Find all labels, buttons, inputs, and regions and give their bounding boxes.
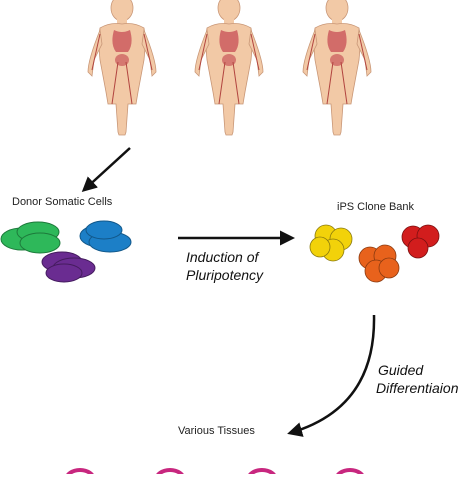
tissues-label: Various Tissues (178, 425, 255, 437)
human-body-icon (194, 0, 264, 136)
tissue-shape (154, 468, 186, 479)
ips-colony-yellow (309, 224, 353, 262)
tissue-shape (64, 468, 96, 479)
tissue-row (64, 468, 366, 479)
tissue-shape (246, 468, 278, 479)
arrow-guided-differentiation (287, 314, 376, 437)
human-figure-2 (194, 0, 264, 136)
donor-cells-purple (41, 251, 96, 283)
induction-label-line1: Induction of (186, 249, 259, 265)
human-body-icon (302, 0, 372, 136)
arrow-to-donor-cells (81, 147, 131, 193)
guided-label-line1: Guided (378, 362, 424, 378)
human-figure-3 (302, 0, 372, 136)
tissue-shape (334, 468, 366, 479)
donor-cells-label: Donor Somatic Cells (12, 196, 113, 208)
donor-cells-blue (79, 220, 132, 253)
donor-cells-green (0, 221, 61, 254)
ips-bank-label: iPS Clone Bank (337, 201, 415, 213)
ips-colony-red (401, 224, 440, 259)
human-figure-1 (87, 0, 157, 136)
ips-colony-orange (358, 244, 400, 283)
human-body-icon (87, 0, 157, 136)
induction-label-line2: Pluripotency (186, 267, 264, 283)
guided-label-line2: Differentiaion (376, 380, 459, 396)
